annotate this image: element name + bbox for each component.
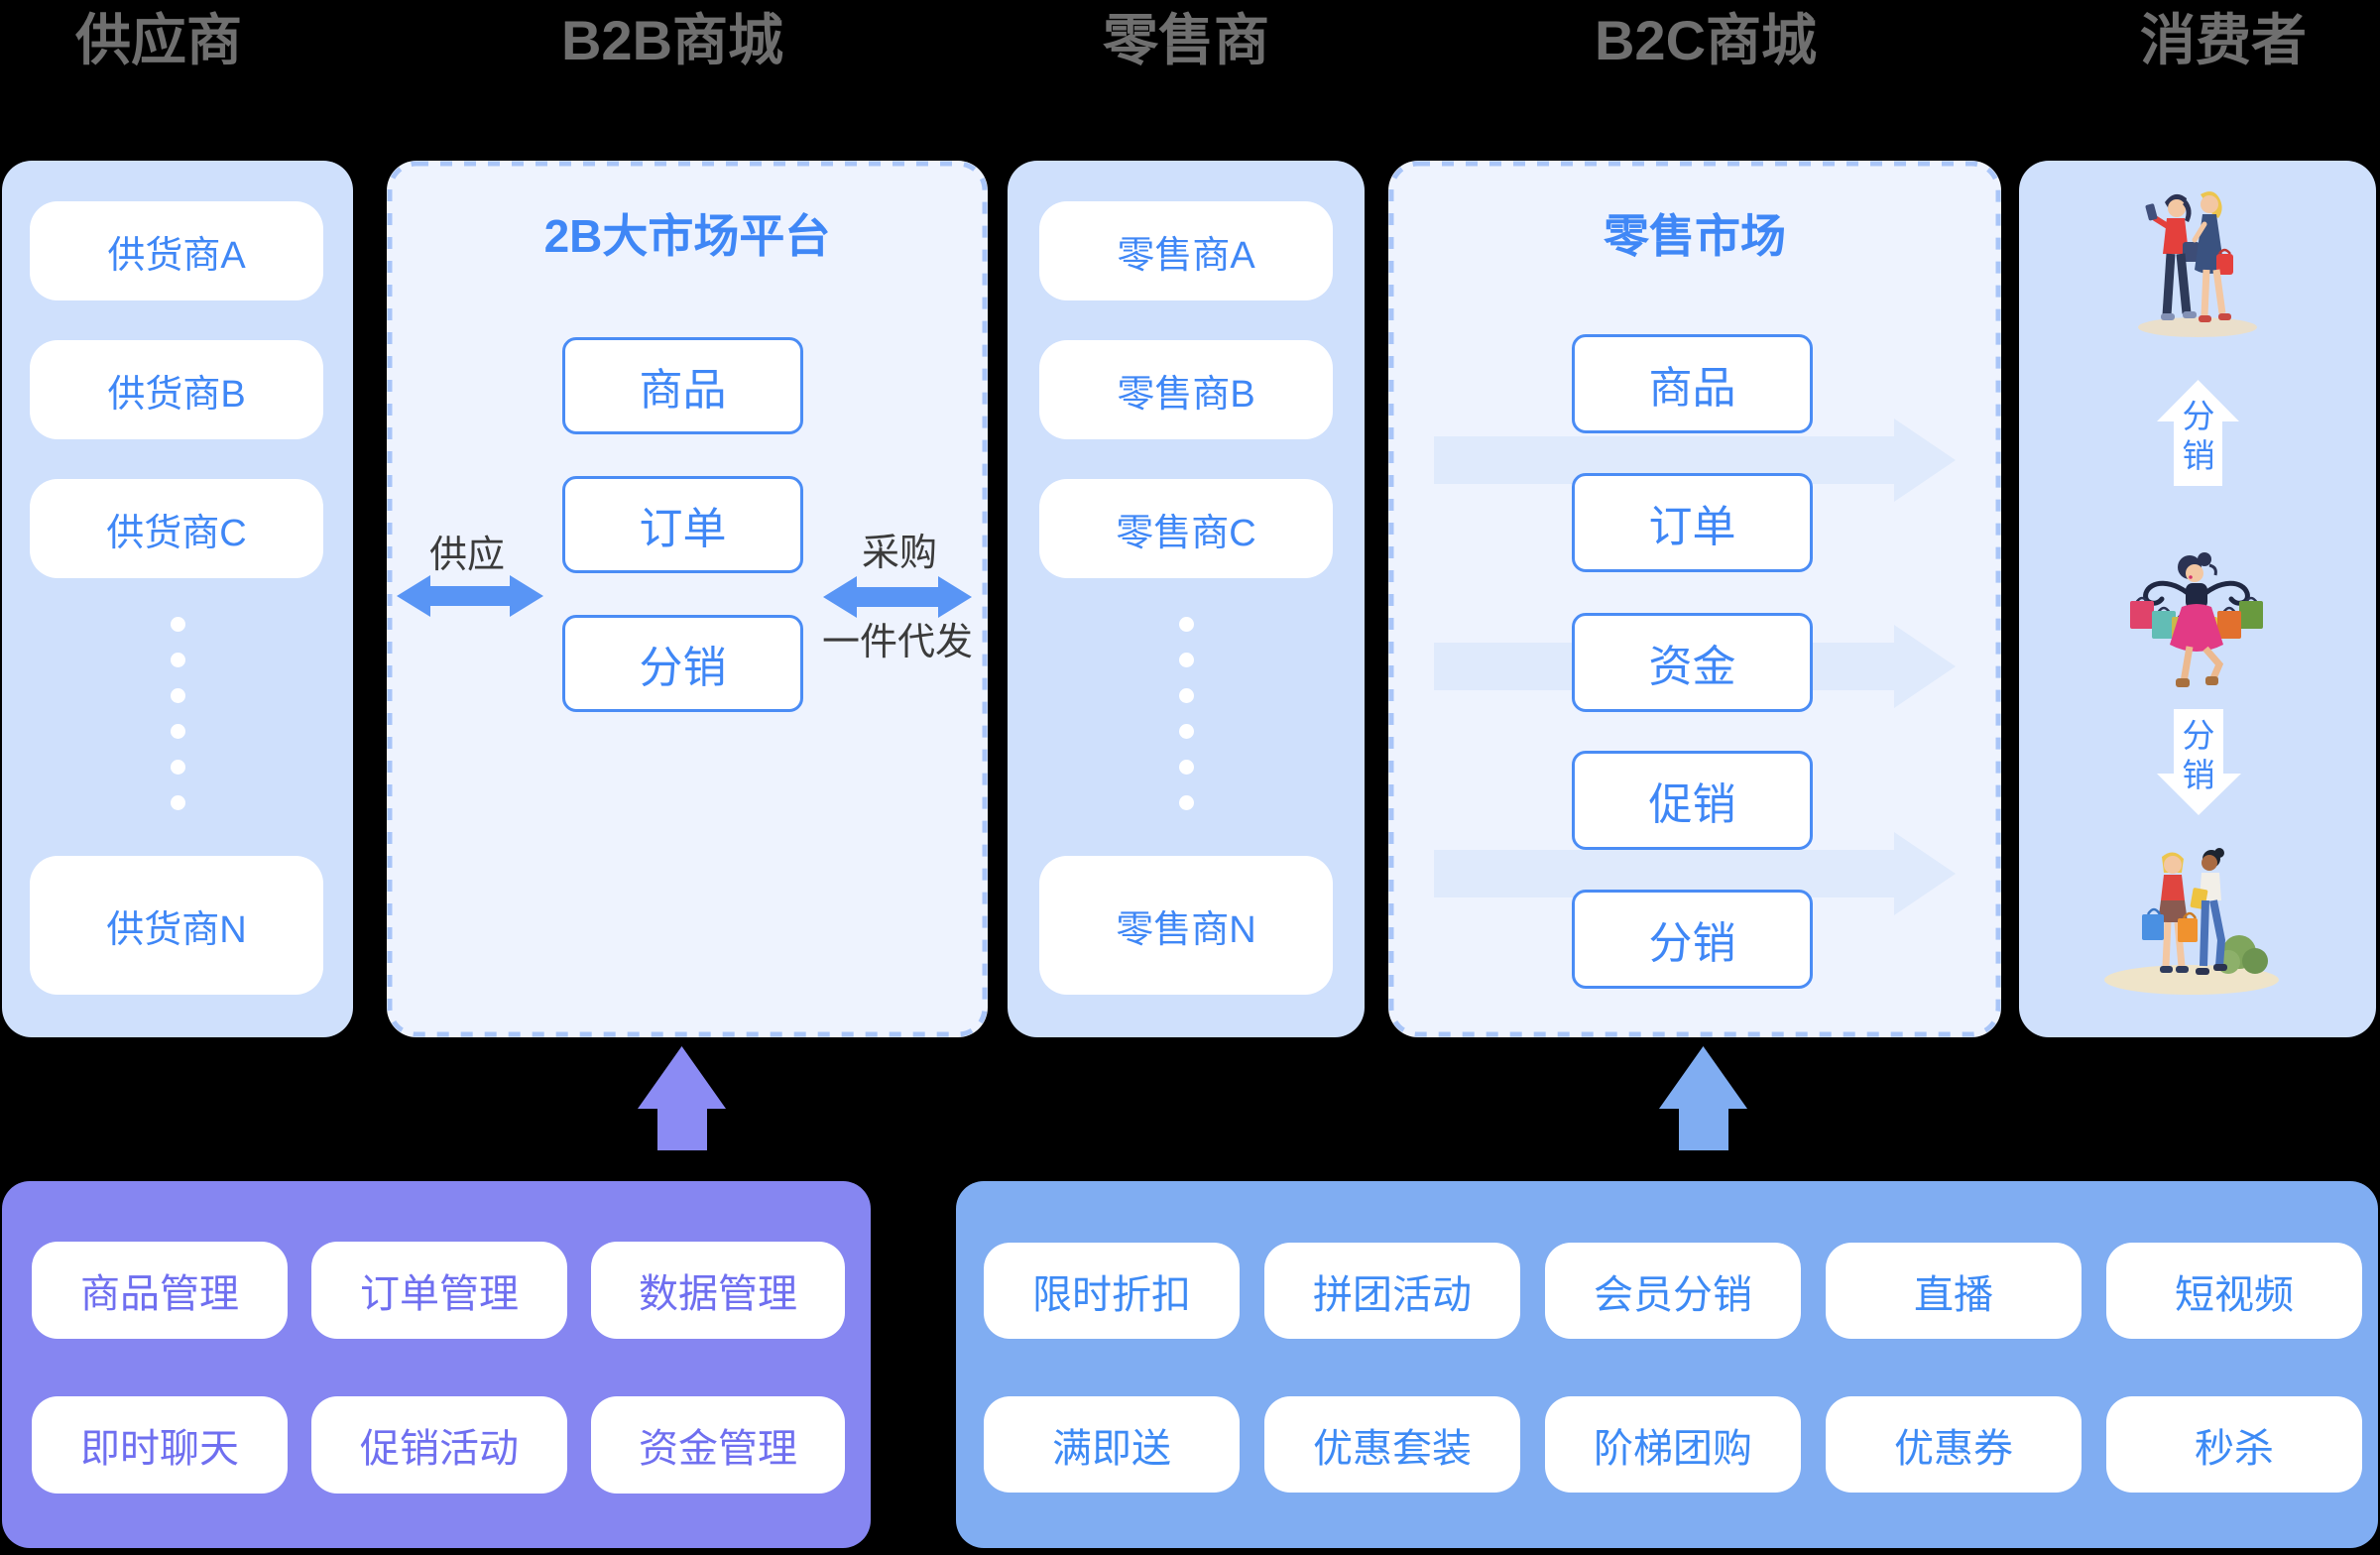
ellipsis-dots xyxy=(2,617,353,810)
b2b-module-orders: 订单 xyxy=(562,476,803,573)
retailer-item: 零售商C xyxy=(1039,479,1333,578)
purchase-double-arrow-icon xyxy=(823,576,972,618)
retailers-panel: 零售商A 零售商B 零售商C 零售商N xyxy=(1008,161,1365,1037)
retailer-item: 零售商B xyxy=(1039,340,1333,439)
distribution-up-label: 分 销 xyxy=(2182,398,2215,474)
b2c-backend-button: 直播 xyxy=(1826,1243,2082,1339)
consumers-illustration-middle xyxy=(2130,552,2263,687)
b2c-backend-button: 拼团活动 xyxy=(1264,1243,1520,1339)
b2c-module-orders: 订单 xyxy=(1572,473,1813,572)
b2c-backend-button: 优惠套装 xyxy=(1264,1396,1520,1493)
supply-label: 供应 xyxy=(428,535,505,576)
b2b-platform-title: 2B大市场平台 xyxy=(543,210,831,262)
supplier-item: 供货商A xyxy=(30,201,323,300)
b2b-backend-button: 资金管理 xyxy=(591,1396,845,1494)
distribution-down-arrow-icon xyxy=(2157,709,2241,815)
dropship-label: 一件代发 xyxy=(821,622,973,663)
header-consumer: 消费者 xyxy=(2140,9,2307,71)
b2c-module-funds: 资金 xyxy=(1572,613,1813,712)
b2b-module-goods: 商品 xyxy=(562,337,803,434)
b2c-backend-button: 秒杀 xyxy=(2106,1396,2362,1493)
b2b-backend-panel: 商品管理 订单管理 数据管理 即时聊天 促销活动 资金管理 xyxy=(2,1181,871,1548)
b2c-platform-title: 零售市场 xyxy=(1604,210,1786,262)
supplier-item: 供货商B xyxy=(30,340,323,439)
b2c-backend-button: 短视频 xyxy=(2106,1243,2362,1339)
b2b-backend-button: 数据管理 xyxy=(591,1242,845,1339)
header-b2b-mall: B2B商城 xyxy=(560,9,784,71)
retailer-item: 零售商A xyxy=(1039,201,1333,300)
b2b-backend-up-arrow-icon xyxy=(638,1046,726,1150)
consumers-illustration-top xyxy=(2138,191,2257,337)
consumers-illustration-bottom xyxy=(2104,848,2279,995)
b2b-backend-button: 订单管理 xyxy=(311,1242,567,1339)
b2b-platform-panel: 2B大市场平台 商品 订单 分销 供应 采购 一件代发 xyxy=(387,161,988,1037)
b2b-backend-button: 商品管理 xyxy=(32,1242,288,1339)
header-supplier: 供应商 xyxy=(75,9,242,71)
b2c-backend-button: 满即送 xyxy=(984,1396,1240,1493)
b2c-platform-panel: 零售市场 商品 订单 资金 促销 分销 xyxy=(1388,161,2001,1037)
b2b-module-distribution: 分销 xyxy=(562,615,803,712)
retailer-item: 零售商N xyxy=(1039,856,1333,995)
b2b-backend-button: 促销活动 xyxy=(311,1396,567,1494)
b2b-backend-button: 即时聊天 xyxy=(32,1396,288,1494)
ellipsis-dots xyxy=(1008,617,1365,810)
supplier-item: 供货商N xyxy=(30,856,323,995)
b2c-backend-button: 限时折扣 xyxy=(984,1243,1240,1339)
b2c-module-promotion: 促销 xyxy=(1572,751,1813,850)
distribution-up-arrow-icon xyxy=(2157,380,2239,486)
b2c-backend-up-arrow-icon xyxy=(1659,1046,1747,1150)
header-retailer: 零售商 xyxy=(1103,9,1269,71)
b2c-module-distribution: 分销 xyxy=(1572,890,1813,989)
purchase-label: 采购 xyxy=(861,533,937,574)
b2c-backend-button: 阶梯团购 xyxy=(1545,1396,1801,1493)
distribution-down-label: 分 销 xyxy=(2182,717,2215,793)
suppliers-panel: 供货商A 供货商B 供货商C 供货商N xyxy=(2,161,353,1037)
b2c-module-goods: 商品 xyxy=(1572,334,1813,433)
b2c-backend-button: 优惠券 xyxy=(1826,1396,2082,1493)
consumers-panel: 分 销 xyxy=(2019,161,2376,1037)
b2c-backend-panel: 限时折扣 拼团活动 会员分销 直播 短视频 满即送 优惠套装 阶梯团购 优惠券 … xyxy=(956,1181,2378,1548)
supply-double-arrow-icon xyxy=(397,575,543,617)
b2c-backend-button: 会员分销 xyxy=(1545,1243,1801,1339)
header-b2c-mall: B2C商城 xyxy=(1594,9,1818,71)
supplier-item: 供货商C xyxy=(30,479,323,578)
